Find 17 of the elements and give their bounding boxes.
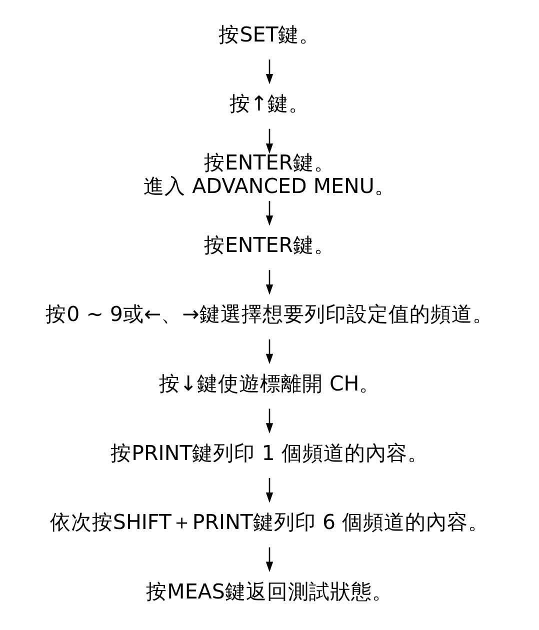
node-text: 按0 ~ 9或←、→鍵選擇想要列印設定值的頻道。 xyxy=(46,302,494,326)
arrow xyxy=(266,60,274,84)
arrow xyxy=(266,547,274,572)
arrow xyxy=(266,201,274,226)
arrow xyxy=(266,408,274,434)
node-text: 依次按SHIFT＋PRINT鍵列印 6 個頻道的內容。 xyxy=(50,510,490,534)
arrow xyxy=(266,270,274,295)
node-text: 按↓鍵使遊標離開 CH。 xyxy=(158,371,380,396)
node-text: 按SET鍵。 xyxy=(218,22,320,46)
node-text: 按PRINT鍵列印 1 個頻道的內容。 xyxy=(110,440,428,465)
node-text: 按ENTER鍵。 xyxy=(204,232,336,257)
arrow xyxy=(266,478,274,503)
node-text: 按ENTER鍵。 進入 ADVANCED MENU。 xyxy=(144,150,396,198)
arrow xyxy=(266,339,274,364)
arrow xyxy=(266,128,274,154)
node-text: 按↑鍵。 xyxy=(229,92,310,116)
node-text: 按MEAS鍵返回測試狀態。 xyxy=(146,579,393,604)
